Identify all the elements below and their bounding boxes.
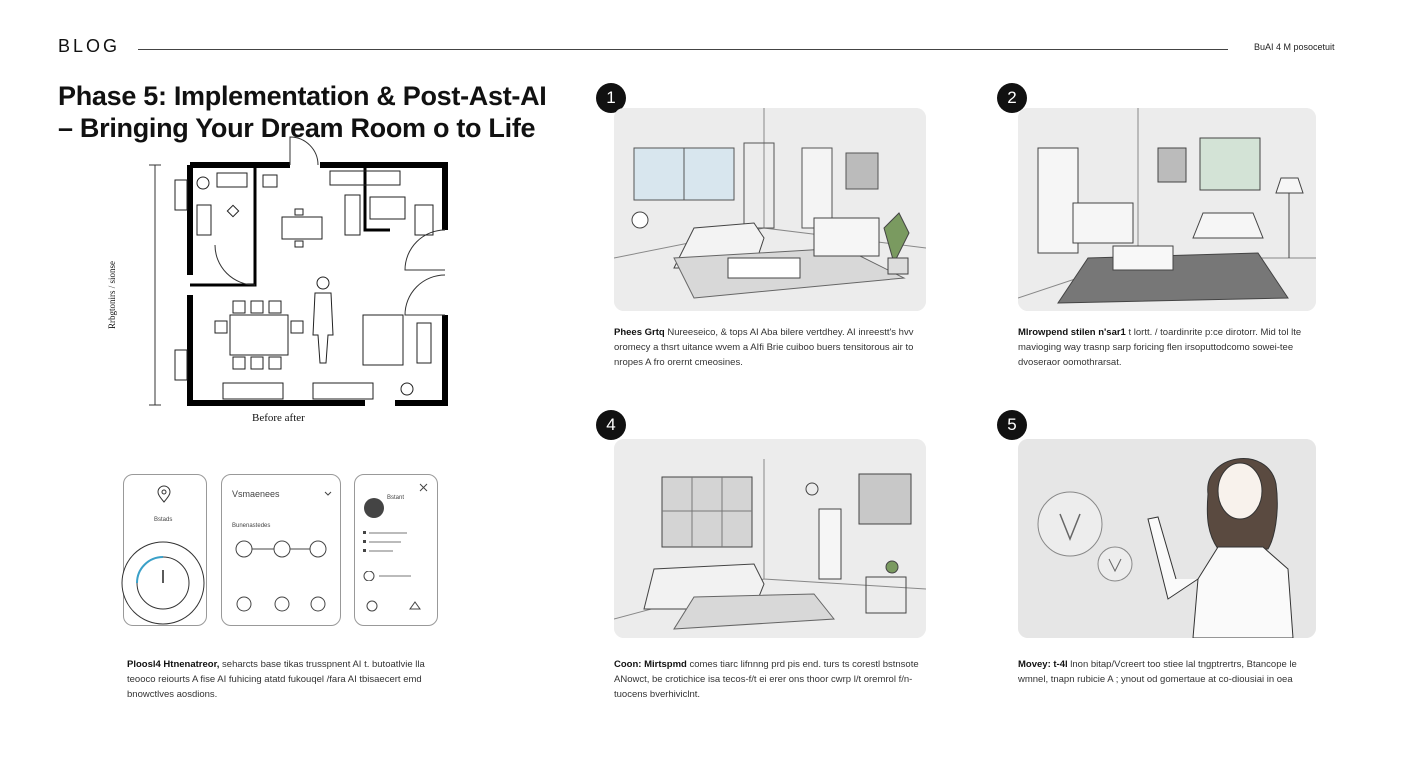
step-4-caption-text: comes tiarc lifnnng prd pis end. turs ts… (614, 659, 919, 700)
location-pin-icon (156, 485, 172, 503)
thermostat-label: Bstads (154, 517, 173, 523)
device-card[interactable]: Bstant (354, 474, 438, 626)
header-divider (138, 49, 1228, 50)
floor-plan (145, 135, 455, 415)
page-title-line-1: Phase 5: Implementation & Post-Ast-AI (58, 81, 547, 111)
thermostat-dial[interactable] (120, 540, 206, 626)
step-badge-5: 5 (997, 410, 1027, 440)
step-1-caption-text: Nureeseico, & tops AI Aba bilere vertdhe… (614, 327, 914, 368)
step-badge-2: 2 (997, 83, 1027, 113)
close-icon[interactable] (419, 483, 428, 492)
step-2-caption: Mlrowpend stilen n'sar1 t lortt. / toard… (1018, 325, 1318, 370)
step-2-caption-lead: Mlrowpend stilen n'sar1 (1018, 327, 1126, 338)
step-4-caption-lead: Coon: Mirtspmd (614, 659, 687, 670)
smart-home-caption: Ploosl4 Htnenatreor, seharcts base tikas… (127, 657, 447, 702)
step-1-caption-lead: Phees Grtq (614, 327, 665, 338)
step-4-caption: Coon: Mirtspmd comes tiarc lifnnng prd p… (614, 657, 934, 702)
blog-brand[interactable]: BLOG (58, 36, 121, 56)
step-badge-4: 4 (596, 410, 626, 440)
device-avatar (363, 497, 385, 519)
step-1-illustration (614, 108, 926, 311)
step-5-caption-lead: Movey: t-4l (1018, 659, 1068, 670)
schedule-slider[interactable] (232, 537, 332, 561)
step-2-caption-text: t lortt. / toardinrite p:ce dirotorr. Mi… (1018, 327, 1302, 368)
device-actions[interactable] (365, 599, 425, 613)
device-title: Bstant (387, 495, 405, 501)
smart-home-caption-lead: Ploosl4 Htnenatreor, (127, 659, 220, 670)
floor-plan-label: Before after (252, 412, 305, 424)
step-1-caption: Phees Grtq Nureeseico, & tops AI Aba bil… (614, 325, 934, 370)
schedule-subtitle: Bunenastedes (232, 523, 271, 529)
smart-home-caption-text: seharcts base tikas trusspnent AI t. but… (127, 659, 425, 700)
header-meta: BuAI 4 M posocetuit (1254, 42, 1335, 52)
schedule-title: Vsmaenees (232, 489, 280, 499)
step-5-caption-text: lnon bitap/Vcreert too stiee lal tngptre… (1018, 659, 1297, 685)
schedule-card[interactable]: Vsmaenees Bunenastedes (221, 474, 341, 626)
step-4-illustration (614, 439, 926, 638)
schedule-controls[interactable] (232, 595, 332, 613)
step-5-illustration (1018, 439, 1316, 638)
floor-plan-dimension-label: Rrbgtonirs / sionse (107, 260, 118, 330)
page-title: Phase 5: Implementation & Post-Ast-AI – … (58, 80, 568, 144)
device-toggle[interactable] (363, 571, 423, 581)
device-list[interactable] (363, 529, 423, 555)
chevron-down-icon[interactable] (324, 491, 332, 497)
step-5-caption: Movey: t-4l lnon bitap/Vcreert too stiee… (1018, 657, 1318, 687)
step-2-illustration (1018, 108, 1316, 311)
